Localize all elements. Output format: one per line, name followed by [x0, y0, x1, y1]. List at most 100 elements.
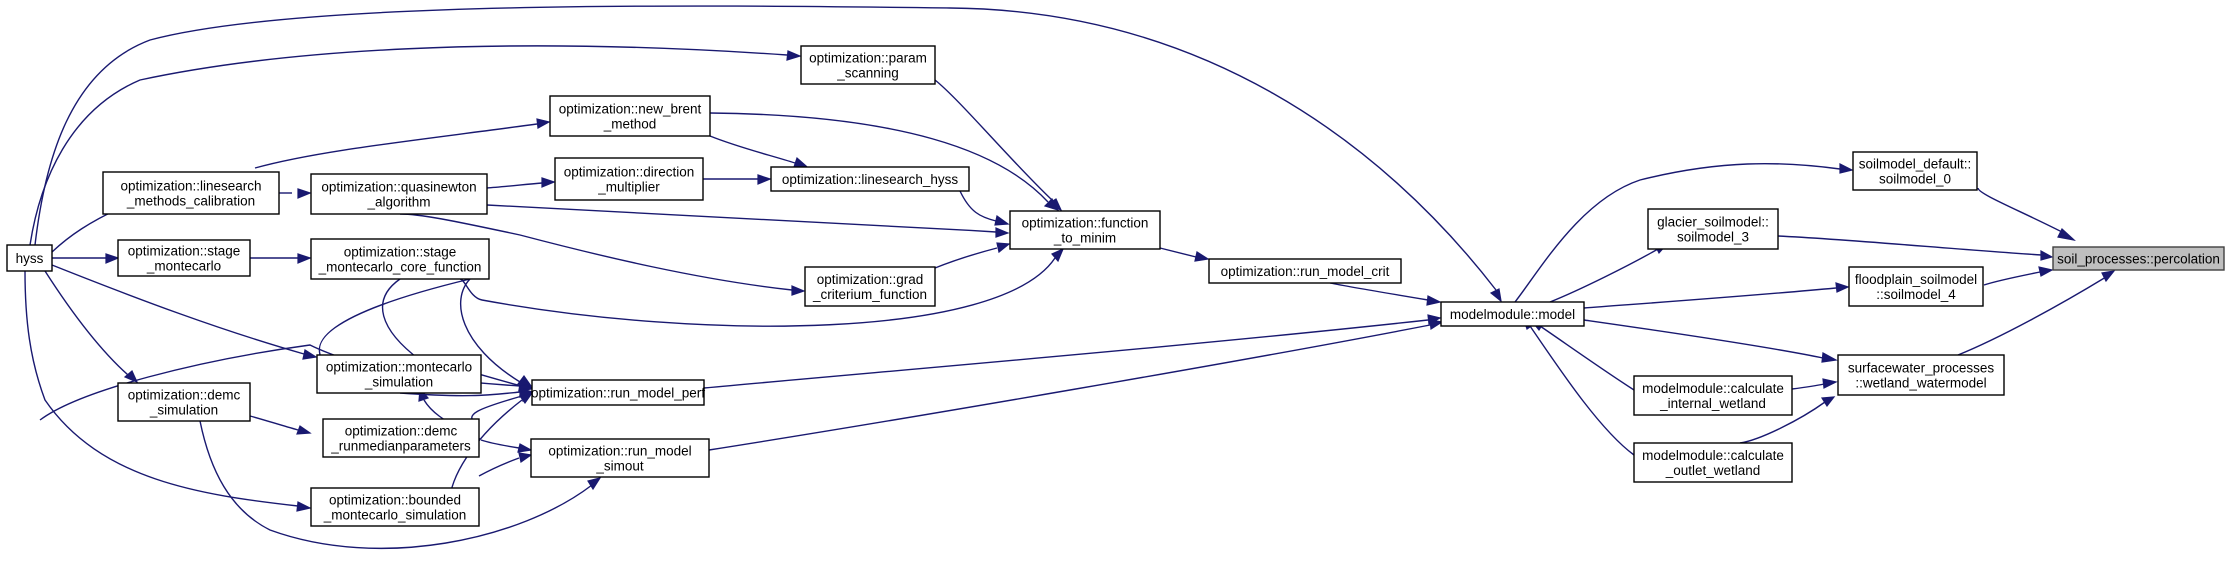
- graph-node-soilmodel-4[interactable]: floodplain_soilmodel::soilmodel_4: [1848, 266, 1984, 307]
- call-edge-line: [1529, 325, 1635, 456]
- call-edge-line: [1583, 319, 1824, 359]
- node-box: [531, 379, 705, 406]
- graph-node-stage-mc-core[interactable]: optimization::stage_montecarlo_core_func…: [310, 238, 490, 280]
- arrowhead: [1820, 396, 1836, 408]
- node-label: _montecarlo: [146, 259, 221, 274]
- arrowhead: [995, 227, 1010, 238]
- graph-node-direction-mult[interactable]: optimization::direction_multiplier: [554, 157, 704, 201]
- graph-node-hyss[interactable]: hyss: [6, 244, 53, 272]
- call-edge-line: [1159, 247, 1197, 258]
- call-edge: [24, 270, 312, 512]
- node-box: [310, 238, 490, 280]
- graph-node-run-model-perf[interactable]: optimization::run_model_perf: [531, 379, 705, 406]
- arrowhead: [793, 156, 808, 168]
- call-edge-line: [1514, 162, 1841, 303]
- call-edge: [486, 204, 1010, 238]
- arrowhead: [517, 443, 533, 453]
- node-box: [6, 244, 53, 272]
- graph-node-param-scanning[interactable]: optimization::param_scanning: [800, 45, 936, 85]
- node-label: optimization::grad: [817, 272, 924, 287]
- node-box: [1633, 442, 1793, 483]
- call-edge: [703, 174, 772, 185]
- arrowhead: [518, 392, 534, 405]
- call-edge: [1514, 162, 1854, 303]
- arrowhead: [302, 349, 318, 360]
- graph-node-run-model-crit[interactable]: optimization::run_model_crit: [1208, 258, 1402, 284]
- node-label: _to_minim: [1053, 231, 1116, 246]
- arrowhead: [105, 253, 120, 264]
- node-label: optimization::run_model: [548, 444, 691, 459]
- call-edge-line: [486, 204, 997, 233]
- call-edge: [478, 452, 533, 477]
- call-edge: [709, 112, 1060, 212]
- node-label: optimization::demc: [128, 388, 241, 403]
- node-label: _scanning: [836, 66, 899, 81]
- graph-node-soilmodel-0[interactable]: soilmodel_default::soilmodel_0: [1852, 151, 1978, 191]
- graph-node-model[interactable]: modelmodule::model: [1440, 301, 1585, 327]
- graph-node-grad-crit[interactable]: optimization::grad_criterium_function: [804, 266, 936, 307]
- graph-node-new-brent[interactable]: optimization::new_brent_method: [549, 95, 711, 137]
- node-label: optimization::quasinewton: [321, 180, 476, 195]
- call-edge: [34, 5, 1502, 303]
- graph-node-linesearch-hyss[interactable]: optimization::linesearch_hyss: [770, 166, 970, 192]
- graph-node-quasinewton[interactable]: optimization::quasinewton_algorithm: [310, 173, 488, 215]
- node-label: modelmodule::calculate: [1642, 448, 1784, 463]
- graph-node-linesearch-cal[interactable]: optimization::linesearch_methods_calibra…: [102, 171, 280, 215]
- arrowhead: [296, 501, 312, 512]
- node-box: [1440, 301, 1585, 327]
- call-edge-line: [934, 247, 998, 269]
- call-edge-line: [1329, 282, 1429, 301]
- arrowhead: [1194, 251, 1210, 262]
- node-box: [102, 171, 280, 215]
- graph-node-demc-runmedian[interactable]: optimization::demc_runmedianparameters: [322, 418, 480, 458]
- arrowhead: [1835, 282, 1850, 293]
- node-box: [554, 157, 704, 201]
- graph-node-wetland-watermodel[interactable]: surfacewater_processes::wetland_watermod…: [1837, 354, 2005, 396]
- call-edge: [1159, 247, 1210, 262]
- node-box: [1208, 258, 1402, 284]
- node-label: hyss: [16, 251, 44, 266]
- call-nodes: hyss optimization::linesearch_methods_cal…: [6, 45, 2225, 527]
- node-label: _outlet_wetland: [1665, 463, 1761, 478]
- graph-node-calc-outlet[interactable]: modelmodule::calculate_outlet_wetland: [1633, 442, 1793, 483]
- node-box: [117, 382, 251, 422]
- call-edge-line: [1777, 235, 2043, 256]
- call-edge-line: [44, 270, 129, 376]
- arrowhead: [1426, 295, 1442, 306]
- node-box: [530, 438, 710, 478]
- arrowhead: [1839, 163, 1854, 174]
- call-edge: [51, 264, 318, 360]
- graph-node-demc-sim[interactable]: optimization::demc_simulation: [117, 382, 251, 422]
- call-edge: [486, 177, 556, 189]
- call-edge-line: [34, 5, 1497, 291]
- node-label: _montecarlo_core_function: [318, 260, 482, 275]
- call-edge-line: [959, 190, 997, 222]
- node-label: soilmodel_default::: [1859, 157, 1972, 172]
- node-label: _criterium_function: [812, 287, 927, 302]
- graph-node-calc-internal[interactable]: modelmodule::calculate_internal_wetland: [1633, 375, 1793, 416]
- node-box: [1633, 375, 1793, 416]
- graph-node-function-to-minim[interactable]: optimization::function_to_minim: [1009, 210, 1161, 250]
- call-edge: [459, 247, 1065, 327]
- call-edge-line: [249, 415, 299, 431]
- call-edge: [1791, 378, 1838, 390]
- call-edge-line: [1539, 325, 1635, 391]
- arrowhead: [757, 174, 772, 185]
- call-edge-line: [459, 257, 1056, 327]
- graph-node-stage-mc[interactable]: optimization::stage_montecarlo: [117, 239, 251, 277]
- call-edge: [249, 415, 312, 435]
- node-label: _multiplier: [597, 180, 660, 195]
- graph-node-mc-sim[interactable]: optimization::montecarlo_simulation: [316, 354, 482, 394]
- graph-node-soilmodel-3[interactable]: glacier_soilmodel::soilmodel_3: [1647, 208, 1779, 250]
- arrowhead: [791, 285, 806, 296]
- node-label: _internal_wetland: [1659, 396, 1766, 411]
- node-box: [2052, 246, 2225, 271]
- graph-node-bounded-mc[interactable]: optimization::bounded_montecarlo_simulat…: [310, 487, 480, 527]
- node-label: _methods_calibration: [126, 194, 255, 209]
- call-edge: [1549, 243, 1669, 303]
- call-edge: [1977, 187, 2076, 241]
- graph-node-percolation[interactable]: soil_processes::percolation: [2052, 246, 2225, 271]
- graph-node-run-model-simout[interactable]: optimization::run_model_simout: [530, 438, 710, 478]
- node-box: [1837, 354, 2005, 396]
- node-label: optimization::run_model_crit: [1221, 264, 1390, 279]
